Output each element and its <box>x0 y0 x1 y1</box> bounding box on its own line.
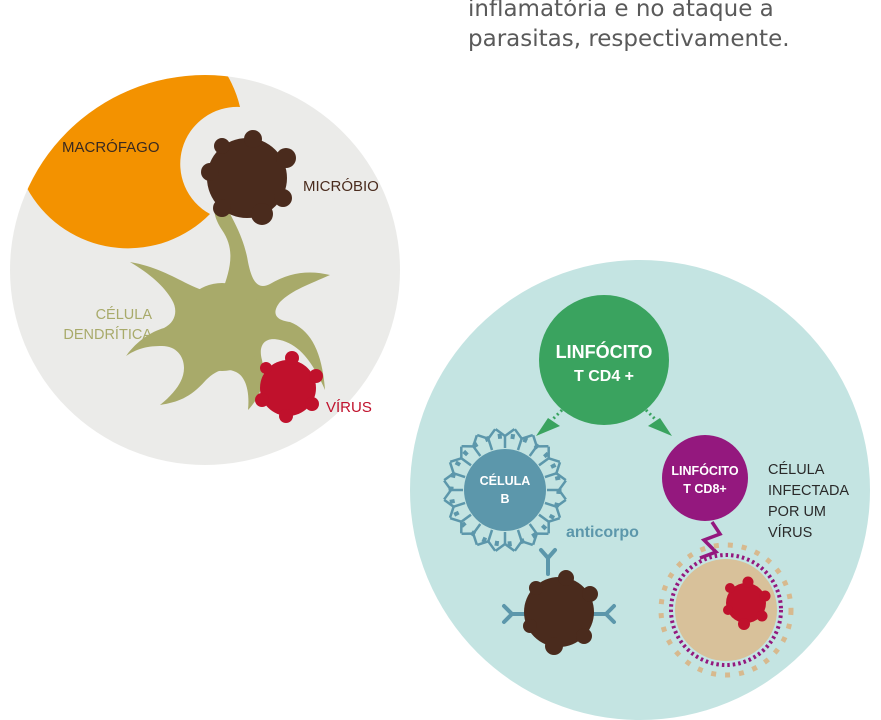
infected-cell <box>658 542 794 678</box>
b-cell-receptor <box>528 445 538 457</box>
infected-label-line3: POR UM <box>768 504 826 520</box>
b-cell-receptor-arm <box>443 489 453 501</box>
bcell-label-line1: CÉLULA <box>480 473 531 488</box>
b-cell-receptor-arm <box>476 433 489 440</box>
b-cell-receptor <box>460 457 472 467</box>
b-cell-receptor-arm <box>487 540 497 552</box>
attack-bolt-icon <box>699 521 723 560</box>
virus-body <box>260 360 316 416</box>
b-cell-receptor-arm <box>487 428 497 440</box>
b-cell-receptors <box>443 428 567 552</box>
b-cell-receptor-arm <box>443 472 455 482</box>
virus-inside-cell <box>723 576 771 630</box>
b-cell-receptor-arm <box>557 489 567 501</box>
dendritic-cell <box>126 196 330 410</box>
b-cell-receptor-arm <box>472 434 479 447</box>
b-cell-receptor-arm <box>476 540 489 547</box>
b-cell-receptor <box>487 529 494 542</box>
antibody-group <box>502 548 616 624</box>
b-cell-receptor-arm <box>557 479 567 491</box>
dendritic-nucleus <box>178 283 266 371</box>
virus-particle <box>255 351 323 423</box>
b-cell-receptor-arm <box>443 498 455 508</box>
b-cell-receptor-arm <box>555 498 567 508</box>
adaptive-panel: LINFÓCITO T CD4 + CÉLULA B anticorpo <box>410 260 870 720</box>
b-cell-receptor <box>516 529 523 542</box>
cd4-label-line2: T CD4 + <box>574 368 634 385</box>
infected-label-line4: VÍRUS <box>768 524 812 541</box>
b-cell-receptor <box>453 472 466 479</box>
dendritic-label-line1: CÉLULA <box>96 306 153 323</box>
b-cell-receptor-arm <box>504 428 516 438</box>
b-cell-receptor-arm <box>548 516 561 523</box>
cd8-label-line2: T CD8+ <box>683 482 726 496</box>
b-cell-receptor-arm <box>449 457 462 464</box>
caption-line-2: parasitas, respectivamente. <box>468 26 790 52</box>
b-cell-receptor <box>472 523 482 535</box>
b-cell-receptor <box>544 501 557 508</box>
infected-label-line1: CÉLULA <box>768 461 825 478</box>
infected-label-line2: INFECTADA <box>768 483 849 499</box>
cd4-to-bcell-arrow <box>536 408 564 436</box>
b-cell-receptor-arm <box>443 479 453 491</box>
microbe-label: MICRÓBIO <box>303 178 379 195</box>
b-cell-receptor-arm <box>555 506 562 519</box>
infected-cell-label: CÉLULA INFECTADA POR UM VÍRUS <box>768 461 849 541</box>
b-cell-receptor-arm <box>513 428 523 440</box>
b-cell-receptor-arm <box>449 516 462 523</box>
b-cell-receptor-arm <box>504 542 516 552</box>
b-cell-receptor-arm <box>472 533 479 546</box>
b-cell-receptor-arm <box>513 540 523 552</box>
cd4-to-cd8-arrow <box>644 408 672 436</box>
b-cell-receptor-arm <box>548 457 561 464</box>
b-cell-receptor-arm <box>555 472 567 482</box>
cd4-label-line1: LINFÓCITO <box>556 341 653 362</box>
b-cell-receptor <box>538 457 550 467</box>
b-cell-receptor <box>516 438 523 451</box>
cd8-label-line1: LINFÓCITO <box>671 463 738 478</box>
innate-panel: MACRÓFAGO CÉLULA DENDRÍTICA MICRÓBIO <box>10 75 400 465</box>
infected-cell-membrane <box>669 553 783 667</box>
caption-line-1: inflamatória e no ataque a <box>468 0 774 22</box>
b-cell-receptor-arm <box>521 540 534 547</box>
caption-text: inflamatória e no ataque a parasitas, re… <box>468 0 868 54</box>
antibody-top <box>539 548 557 576</box>
antibody-label: anticorpo <box>566 524 639 541</box>
b-cell-receptor-arm <box>494 428 506 438</box>
microbe-cell-2 <box>523 570 598 655</box>
b-cell-receptor-arm <box>448 461 455 474</box>
b-cell-receptor-arm <box>555 461 562 474</box>
microbe-2-body <box>524 577 594 647</box>
b-cell-receptor <box>538 513 550 523</box>
b-cell-receptor <box>487 438 494 451</box>
b-cell-receptor-arm <box>521 433 534 440</box>
microbe-cell <box>201 130 296 225</box>
b-cell-receptor <box>472 445 482 457</box>
microbe-body <box>207 138 287 218</box>
b-cell-receptor-arm <box>531 533 538 546</box>
b-cell-receptor-arm <box>448 506 455 519</box>
b-cell-receptor-arm <box>494 542 506 552</box>
bcell-label-line2: B <box>500 492 509 506</box>
cd4-t-cell <box>539 295 669 425</box>
dendritic-label-line2: DENDRÍTICA <box>63 326 152 343</box>
b-cell-receptor <box>544 472 557 479</box>
b-cell-receptor-arm <box>531 434 538 447</box>
b-cell-receptor <box>460 513 472 523</box>
cd8-t-cell <box>662 435 748 521</box>
b-cell-receptor <box>528 523 538 535</box>
infected-cell-outer-ring <box>658 542 794 678</box>
virus-label: VÍRUS <box>326 399 372 416</box>
macrophage-label: MACRÓFAGO <box>62 139 160 156</box>
b-cell-body <box>464 449 546 531</box>
b-cell-receptor <box>453 501 466 508</box>
b-cell <box>443 428 567 552</box>
